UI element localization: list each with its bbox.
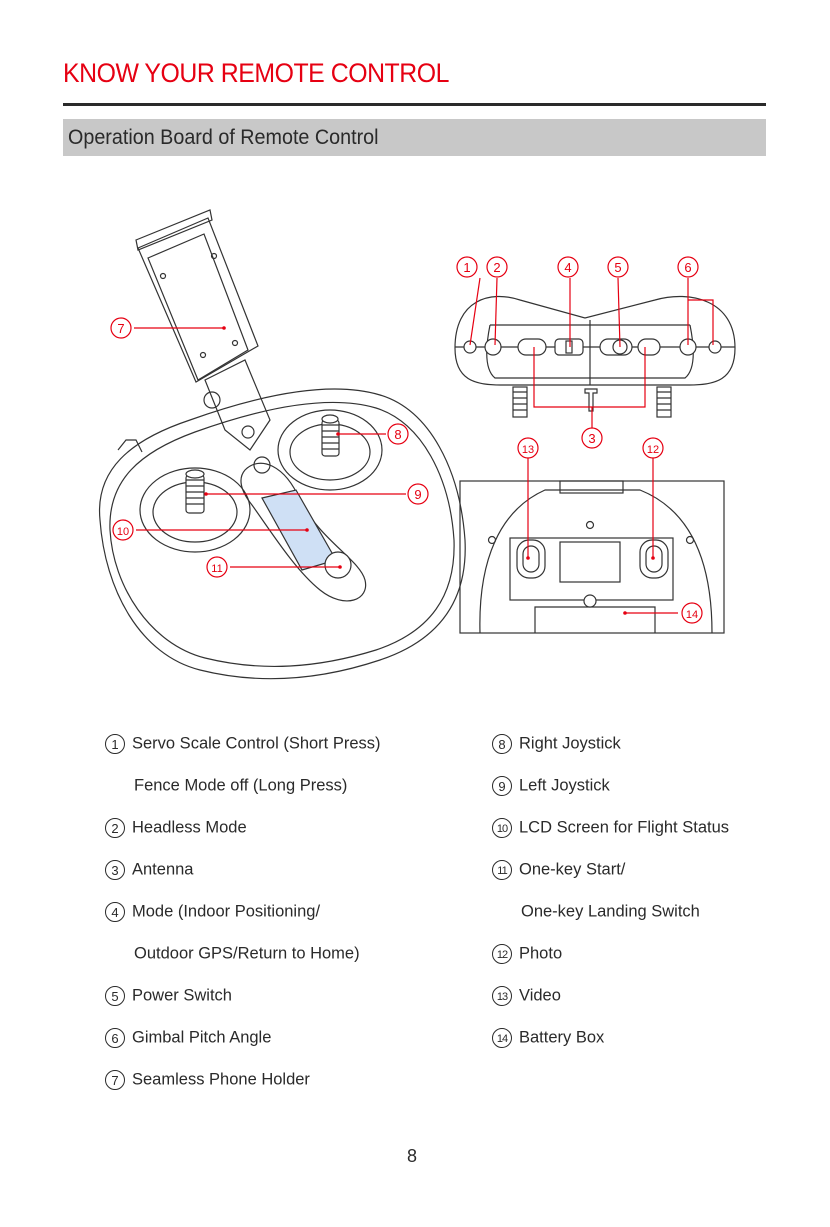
legend-item-1-cont: Fence Mode off (Long Press) bbox=[134, 773, 347, 797]
remote-back-view bbox=[459, 480, 725, 634]
legend-number: 13 bbox=[492, 985, 512, 1006]
legend-number: 8 bbox=[492, 733, 512, 754]
svg-text:12: 12 bbox=[647, 444, 659, 456]
page-number: 8 bbox=[407, 1146, 418, 1166]
legend-text: Gimbal Pitch Angle bbox=[132, 1028, 272, 1047]
callout-6: 6 bbox=[677, 256, 699, 278]
legend-number: 1 bbox=[105, 733, 125, 754]
legend-item-13: 13 Video bbox=[492, 983, 561, 1007]
remote-perspective-view bbox=[98, 209, 466, 680]
legend-item-11: 11 One-key Start/ bbox=[492, 857, 625, 881]
svg-text:2: 2 bbox=[493, 260, 500, 275]
legend-text: Video bbox=[519, 986, 561, 1005]
callout-10: 10 bbox=[112, 519, 134, 541]
page-title: KNOW YOUR REMOTE CONTROL bbox=[63, 58, 449, 88]
legend-item-4-cont: Outdoor GPS/Return to Home) bbox=[134, 941, 360, 965]
callout-13: 13 bbox=[517, 437, 539, 459]
legend-text: Right Joystick bbox=[519, 734, 621, 753]
legend-text: Servo Scale Control (Short Press) bbox=[132, 734, 381, 753]
legend-text: LCD Screen for Flight Status bbox=[519, 818, 730, 837]
legend-number: 6 bbox=[105, 1027, 125, 1048]
remote-control-diagram: 1 2 4 5 6 3 13 12 14 7 8 9 10 11 bbox=[98, 209, 736, 680]
legend-text: Fence Mode off (Long Press) bbox=[134, 776, 348, 795]
legend-text: Battery Box bbox=[519, 1028, 605, 1047]
callout-3: 3 bbox=[581, 427, 603, 449]
legend-item-2: 2 Headless Mode bbox=[105, 815, 247, 839]
callout-12: 12 bbox=[642, 437, 664, 459]
legend-number: 2 bbox=[105, 817, 125, 838]
legend-text: One-key Start/ bbox=[519, 860, 626, 879]
legend-item-5: 5 Power Switch bbox=[105, 983, 232, 1007]
title-divider bbox=[63, 103, 766, 106]
legend-text: Power Switch bbox=[132, 986, 232, 1005]
legend-number: 11 bbox=[492, 859, 512, 880]
svg-text:1: 1 bbox=[463, 260, 470, 275]
legend-text: Antenna bbox=[132, 860, 194, 879]
remote-front-view bbox=[454, 295, 736, 418]
legend-number: 14 bbox=[492, 1027, 512, 1048]
svg-text:5: 5 bbox=[614, 260, 621, 275]
legend-item-14: 14 Battery Box bbox=[492, 1025, 604, 1049]
legend-number: 3 bbox=[105, 859, 125, 880]
legend-number: 5 bbox=[105, 985, 125, 1006]
callout-9: 9 bbox=[407, 483, 429, 505]
svg-text:13: 13 bbox=[522, 444, 534, 456]
svg-text:3: 3 bbox=[588, 431, 595, 446]
callout-11: 11 bbox=[206, 556, 228, 578]
callout-2: 2 bbox=[486, 256, 508, 278]
section-header-bar bbox=[63, 119, 766, 156]
legend-item-9: 9 Left Joystick bbox=[492, 773, 610, 797]
svg-text:4: 4 bbox=[564, 260, 571, 275]
svg-text:10: 10 bbox=[117, 526, 129, 538]
svg-text:9: 9 bbox=[414, 487, 421, 502]
legend-text: Mode (Indoor Positioning/ bbox=[132, 902, 321, 921]
leader-lines bbox=[134, 277, 714, 615]
legend-number: 4 bbox=[105, 901, 125, 922]
legend-item-7: 7 Seamless Phone Holder bbox=[105, 1067, 310, 1091]
legend-text: Seamless Phone Holder bbox=[132, 1070, 310, 1089]
legend-item-10: 10 LCD Screen for Flight Status bbox=[492, 815, 729, 839]
section-title: Operation Board of Remote Control bbox=[68, 126, 379, 149]
svg-text:11: 11 bbox=[211, 563, 222, 575]
legend-number: 7 bbox=[105, 1069, 125, 1090]
callout-4: 4 bbox=[557, 256, 579, 278]
svg-text:6: 6 bbox=[684, 260, 691, 275]
legend-item-11-cont: One-key Landing Switch bbox=[521, 899, 700, 923]
legend-text: Outdoor GPS/Return to Home) bbox=[134, 944, 360, 963]
legend-text: Left Joystick bbox=[519, 776, 610, 795]
legend-item-6: 6 Gimbal Pitch Angle bbox=[105, 1025, 271, 1049]
legend-number: 10 bbox=[492, 817, 512, 838]
svg-text:7: 7 bbox=[117, 321, 124, 336]
svg-text:14: 14 bbox=[686, 609, 698, 621]
callout-8: 8 bbox=[387, 423, 409, 445]
legend-number: 12 bbox=[492, 943, 512, 964]
legend-item-8: 8 Right Joystick bbox=[492, 731, 621, 755]
legend-item-4: 4 Mode (Indoor Positioning/ bbox=[105, 899, 320, 923]
legend-text: Photo bbox=[519, 944, 563, 963]
legend-item-3: 3 Antenna bbox=[105, 857, 193, 881]
legend-number: 9 bbox=[492, 775, 512, 796]
svg-text:8: 8 bbox=[394, 427, 401, 442]
callout-7: 7 bbox=[110, 317, 132, 339]
legend-item-12: 12 Photo bbox=[492, 941, 562, 965]
legend-text: Headless Mode bbox=[132, 818, 247, 837]
callout-1: 1 bbox=[456, 256, 478, 278]
legend-text: One-key Landing Switch bbox=[521, 902, 700, 921]
callout-5: 5 bbox=[607, 256, 629, 278]
callout-14: 14 bbox=[681, 602, 703, 624]
legend-item-1: 1 Servo Scale Control (Short Press) bbox=[105, 731, 381, 755]
